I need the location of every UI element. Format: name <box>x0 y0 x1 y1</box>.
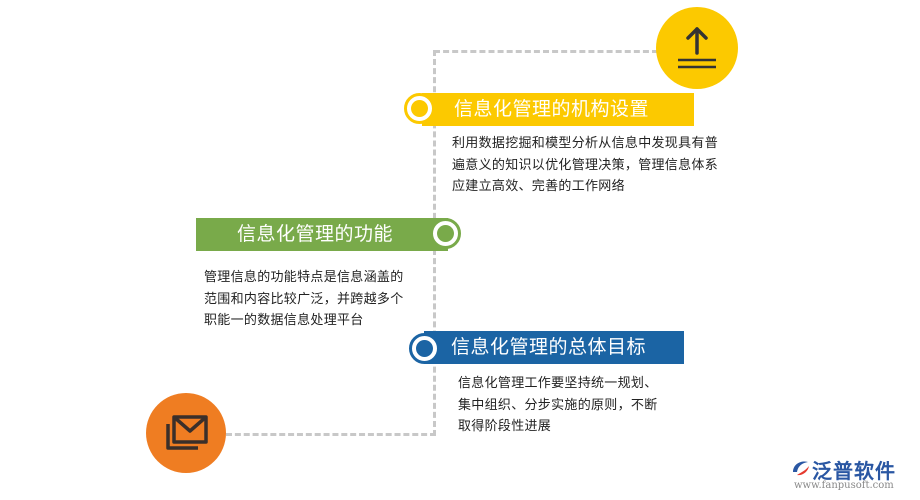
title-function: 信息化管理的功能 <box>196 218 448 251</box>
desc-function: 管理信息的功能特点是信息涵盖的范围和内容比较广泛，并跨越多个职能一的数据信息处理… <box>204 270 404 328</box>
node-yellow <box>404 93 435 124</box>
connector-bottom <box>226 433 436 436</box>
upload-icon <box>678 27 716 69</box>
logo-text: 泛普软件 <box>812 459 896 483</box>
brand-logo: 泛普软件 www.fanpusoft.com <box>790 455 915 495</box>
mail-icon <box>166 415 208 450</box>
node-blue <box>409 333 440 364</box>
desc-org-setup: 利用数据挖掘和模型分析从信息中发现具有普遍意义的知识以优化管理决策，管理信息体系… <box>452 136 719 194</box>
desc-overall-goal: 信息化管理工作要坚持统一规划、集中组织、分步实施的原则，不断取得阶段性进展 <box>458 376 658 434</box>
mail-circle <box>146 393 226 473</box>
node-dot <box>416 340 433 357</box>
upload-circle <box>656 7 738 89</box>
logo-url: www.fanpusoft.com <box>794 480 894 491</box>
title-org-setup: 信息化管理的机构设置 <box>422 93 694 126</box>
connector-top <box>434 50 658 53</box>
title-overall-goal: 信息化管理的总体目标 <box>424 331 684 364</box>
node-green <box>430 218 461 249</box>
node-dot <box>411 100 428 117</box>
logo-icon <box>793 461 809 476</box>
node-dot <box>437 225 454 242</box>
